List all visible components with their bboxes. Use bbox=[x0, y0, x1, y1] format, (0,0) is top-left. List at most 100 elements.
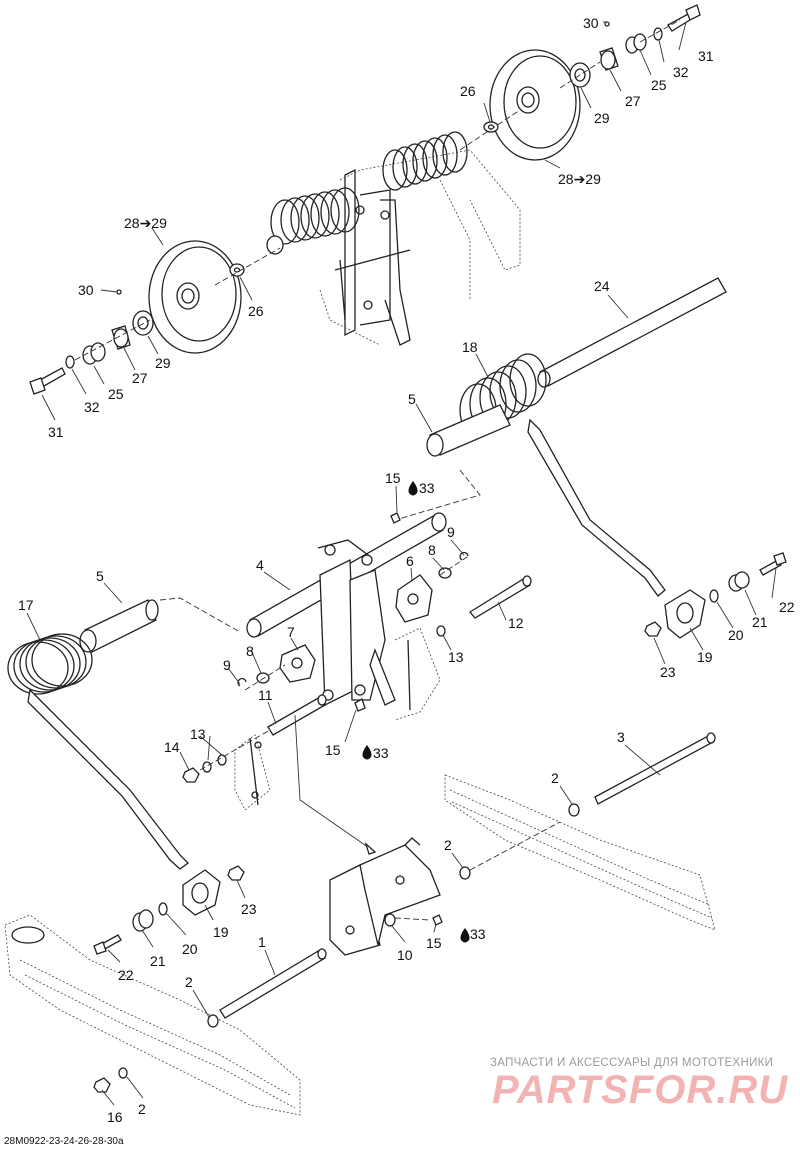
nut-16 bbox=[93, 1077, 111, 1093]
washer-13-right bbox=[436, 625, 446, 637]
washer-2-bottom bbox=[118, 1067, 128, 1079]
callout-27-top: 27 bbox=[625, 93, 641, 109]
callout-2-bottom: 2 bbox=[138, 1101, 146, 1117]
callout-6: 6 bbox=[406, 553, 414, 569]
washer-20-right bbox=[709, 589, 719, 603]
pin-11 bbox=[267, 694, 327, 736]
leader-lines bbox=[26, 21, 777, 1106]
washer-32-top bbox=[653, 27, 663, 41]
nut-23-right bbox=[644, 621, 662, 637]
callout-28-29-left: 28➔29 bbox=[124, 215, 167, 231]
callout-15-bottom: 15 bbox=[426, 935, 442, 951]
pin-12 bbox=[469, 575, 532, 619]
watermark-tagline: ЗАПЧАСТИ И АКСЕССУАРЫ ДЛЯ МОТОТЕХНИКИ bbox=[490, 1057, 774, 1069]
callout-7: 7 bbox=[287, 624, 295, 640]
grease-fitting-15-mid bbox=[354, 698, 366, 712]
top-wheel-assembly bbox=[29, 4, 701, 395]
callout-19-left: 19 bbox=[213, 924, 229, 940]
callout-33-top: 33 bbox=[419, 480, 435, 496]
block-19-right bbox=[664, 589, 706, 639]
cam-7 bbox=[279, 644, 316, 683]
callout-33-mid: 33 bbox=[373, 745, 389, 761]
callout-19-right: 19 bbox=[697, 649, 713, 665]
washer-2-center bbox=[459, 866, 471, 880]
axis-line-cam bbox=[199, 554, 471, 771]
bracket-12-right bbox=[394, 627, 441, 721]
callout-13-left: 13 bbox=[190, 726, 206, 742]
cam-6 bbox=[395, 574, 433, 623]
callout-18: 18 bbox=[462, 339, 478, 355]
right-torsion-assembly bbox=[394, 277, 787, 639]
callout-21-left: 21 bbox=[150, 953, 166, 969]
callout-32-top: 32 bbox=[673, 64, 689, 80]
callout-8-left: 8 bbox=[246, 643, 254, 659]
callout-5-right: 5 bbox=[408, 391, 416, 407]
callout-14: 14 bbox=[164, 739, 180, 755]
center-linkage bbox=[182, 512, 532, 811]
callout-30-left: 30 bbox=[78, 282, 94, 298]
upper-coil-spring-right bbox=[382, 131, 468, 191]
callout-33-bottom: 33 bbox=[470, 926, 486, 942]
callout-31-top: 31 bbox=[698, 48, 714, 64]
washer-8-left bbox=[256, 672, 270, 684]
callout-24: 24 bbox=[594, 278, 610, 294]
callout-9-right: 9 bbox=[447, 524, 455, 540]
washer-26-top bbox=[483, 121, 499, 133]
tube-5-left bbox=[79, 599, 159, 653]
callout-labels: 30 31 32 25 27 29 26 28➔29 28➔29 30 26 2… bbox=[18, 15, 795, 1125]
clip-9-left bbox=[237, 677, 247, 687]
callout-4: 4 bbox=[256, 557, 264, 573]
arrow-link-to-bracket bbox=[294, 714, 376, 853]
callout-15-mid: 15 bbox=[325, 742, 341, 758]
callout-16: 16 bbox=[107, 1109, 123, 1125]
callout-5-left: 5 bbox=[96, 568, 104, 584]
washer-32-left bbox=[65, 355, 75, 369]
bushing-25-left bbox=[82, 342, 106, 365]
callout-9-left: 9 bbox=[223, 657, 231, 673]
spacer-27-left bbox=[111, 289, 131, 350]
axis-line-tube5 bbox=[159, 597, 241, 633]
callout-22-right: 22 bbox=[779, 599, 795, 615]
axis-line-left bbox=[74, 247, 281, 361]
callout-1: 1 bbox=[258, 934, 266, 950]
axis-line-lower bbox=[394, 821, 561, 921]
callout-21-right: 21 bbox=[752, 614, 768, 630]
nut-14 bbox=[182, 767, 200, 783]
callout-29-top: 29 bbox=[594, 110, 610, 126]
lower-frame bbox=[4, 714, 716, 1116]
arrow-head bbox=[364, 841, 377, 855]
callout-22-left: 22 bbox=[118, 967, 134, 983]
spring-18 bbox=[459, 353, 666, 597]
diagram-code: 28M0922-23-24-26-28-30a bbox=[4, 1136, 124, 1147]
bolt-22-left bbox=[93, 934, 122, 955]
callout-28-29-top: 28➔29 bbox=[558, 171, 601, 187]
shaft-1 bbox=[219, 948, 327, 1019]
left-torsion-assembly bbox=[7, 597, 245, 955]
bushing-10 bbox=[384, 913, 396, 927]
rail-left bbox=[4, 914, 301, 1116]
callout-20-right: 20 bbox=[728, 627, 744, 643]
washer-20-left bbox=[158, 902, 168, 916]
oil-drop-icon bbox=[362, 745, 372, 760]
grease-fitting-15-top bbox=[390, 512, 401, 524]
axis-line-spring18 bbox=[394, 469, 481, 521]
callout-13-right: 13 bbox=[448, 649, 464, 665]
spring-17 bbox=[7, 633, 189, 870]
shaft-3 bbox=[594, 732, 716, 805]
callout-3: 3 bbox=[617, 729, 625, 745]
watermark-logo: PARTSFOR.RU bbox=[492, 1068, 789, 1112]
bearing-29-left bbox=[132, 310, 154, 336]
clip-9-right bbox=[459, 551, 469, 561]
callout-29-left: 29 bbox=[155, 355, 171, 371]
washer-2-left bbox=[207, 1014, 219, 1028]
callout-2-far-right: 2 bbox=[551, 770, 559, 786]
upper-coil-spring-left bbox=[266, 187, 360, 255]
callout-25-left: 25 bbox=[108, 386, 124, 402]
callout-31-left: 31 bbox=[48, 424, 64, 440]
callout-15-top: 15 bbox=[385, 470, 401, 486]
callout-25-top: 25 bbox=[651, 77, 667, 93]
washers-13-left bbox=[202, 754, 227, 773]
callout-23-right: 23 bbox=[660, 664, 676, 680]
callout-20-left: 20 bbox=[182, 941, 198, 957]
